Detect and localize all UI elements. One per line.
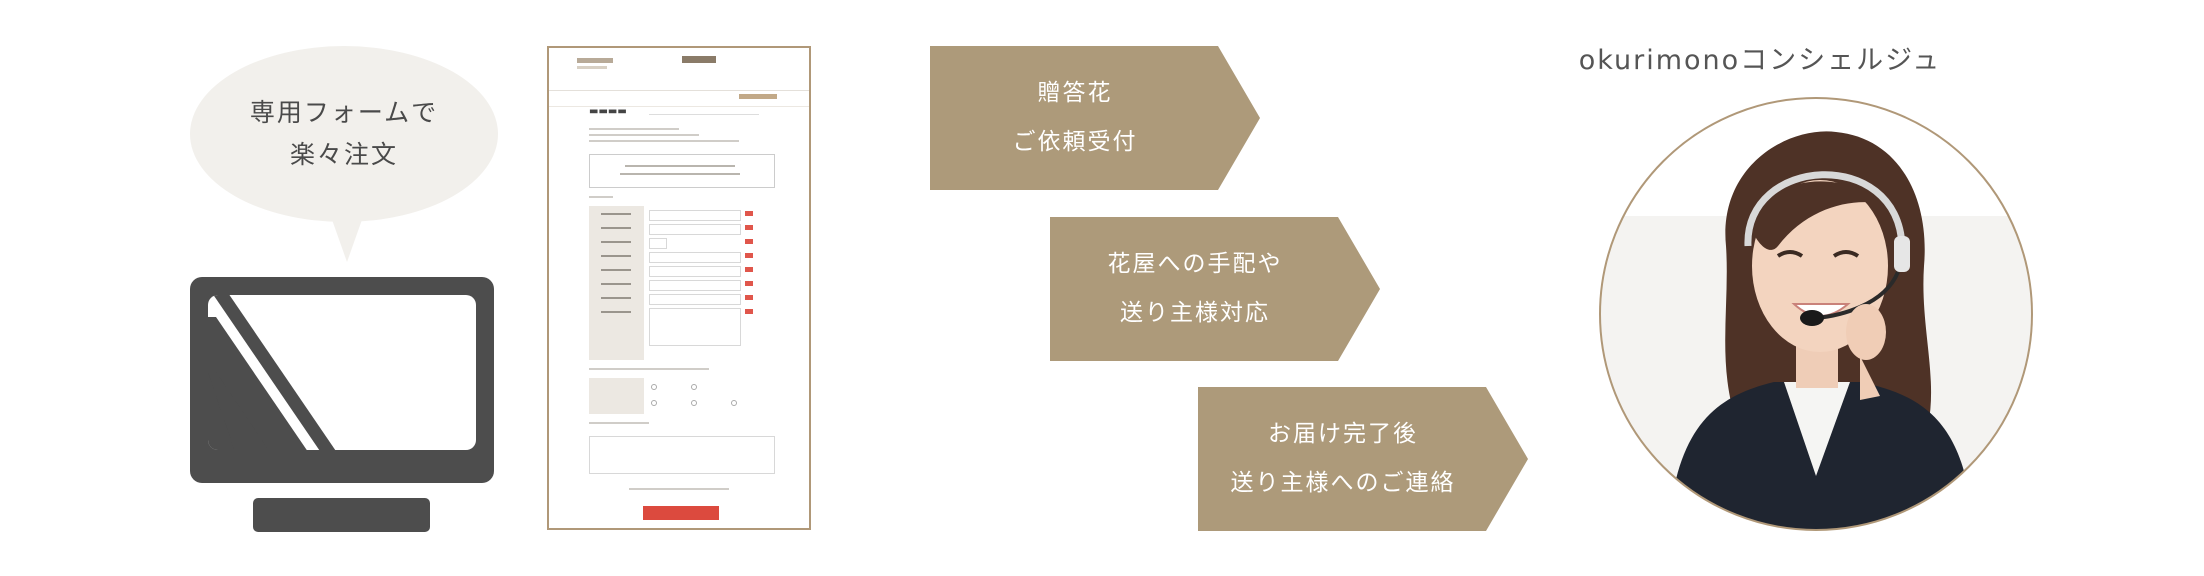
form-site-header [549,48,809,91]
site-logo-sub [577,66,607,69]
flow-step-3: お届け完了後 送り主様へのご連絡 [1198,387,1528,531]
speech-bubble-tail [330,214,364,262]
arrow-shape [1050,217,1380,361]
step-2-line-1: 花屋への手配や [1107,250,1283,277]
form-site-nav [549,90,809,107]
monitor-stand [253,498,430,532]
form-options [589,378,773,414]
form-section-label [589,196,613,198]
site-logo [577,58,613,63]
form-row [589,236,773,250]
form-fields [589,206,773,360]
concierge-operator-portrait [1599,97,2033,531]
form-intro-line [589,128,679,130]
form-submit-button [643,506,719,520]
form-row [589,208,773,222]
speech-bubble: 専用フォームで 楽々注文 [190,46,498,222]
form-row [589,250,773,264]
step-2-line-2: 送り主様対応 [1120,300,1270,326]
form-intro-line [589,140,739,142]
form-title-placeholder: ▬▬▬▬ [589,106,627,117]
form-row [589,292,773,306]
form-section-label [589,368,709,370]
form-comment-area [589,436,775,474]
radio-icon [651,384,657,390]
flow-step-2-label: 花屋への手配や 送り主様対応 [1050,217,1340,361]
step-3-line-2: 送り主様へのご連絡 [1230,470,1456,496]
form-consent-line [629,488,729,490]
notice-line [625,165,735,167]
form-title-rule [649,114,759,115]
radio-icon [731,400,737,406]
bubble-line-1: 専用フォームで [249,97,439,127]
arrow-shape [1198,387,1528,531]
step-1-line-1: 贈答花 [1037,79,1113,106]
radio-icon [651,400,657,406]
form-intro-line [589,134,699,136]
site-phone [682,56,716,63]
monitor-icon [190,277,494,483]
nav-button [739,94,777,99]
concierge-title: okurimonoコンシェルジュ [1578,45,1942,76]
form-section-label [589,422,649,424]
form-row [589,264,773,278]
flow-step-1: 贈答花 ご依頼受付 [930,46,1260,190]
order-form-screenshot: ▬▬▬▬ [547,46,811,530]
form-row [589,278,773,292]
flow-step-3-label: お届け完了後 送り主様へのご連絡 [1198,387,1488,531]
form-notice-box [589,154,775,188]
bubble-line-2: 楽々注文 [289,140,398,169]
step-3-line-1: お届け完了後 [1268,420,1418,447]
radio-icon [691,400,697,406]
arrow-shape [930,46,1260,190]
flow-step-2: 花屋への手配や 送り主様対応 [1050,217,1380,361]
form-label-column [589,378,644,414]
form-row [589,222,773,236]
notice-line [620,173,740,175]
step-1-line-2: ご依頼受付 [1012,129,1138,155]
form-row [589,306,773,346]
radio-icon [691,384,697,390]
flow-step-1-label: 贈答花 ご依頼受付 [930,46,1220,190]
